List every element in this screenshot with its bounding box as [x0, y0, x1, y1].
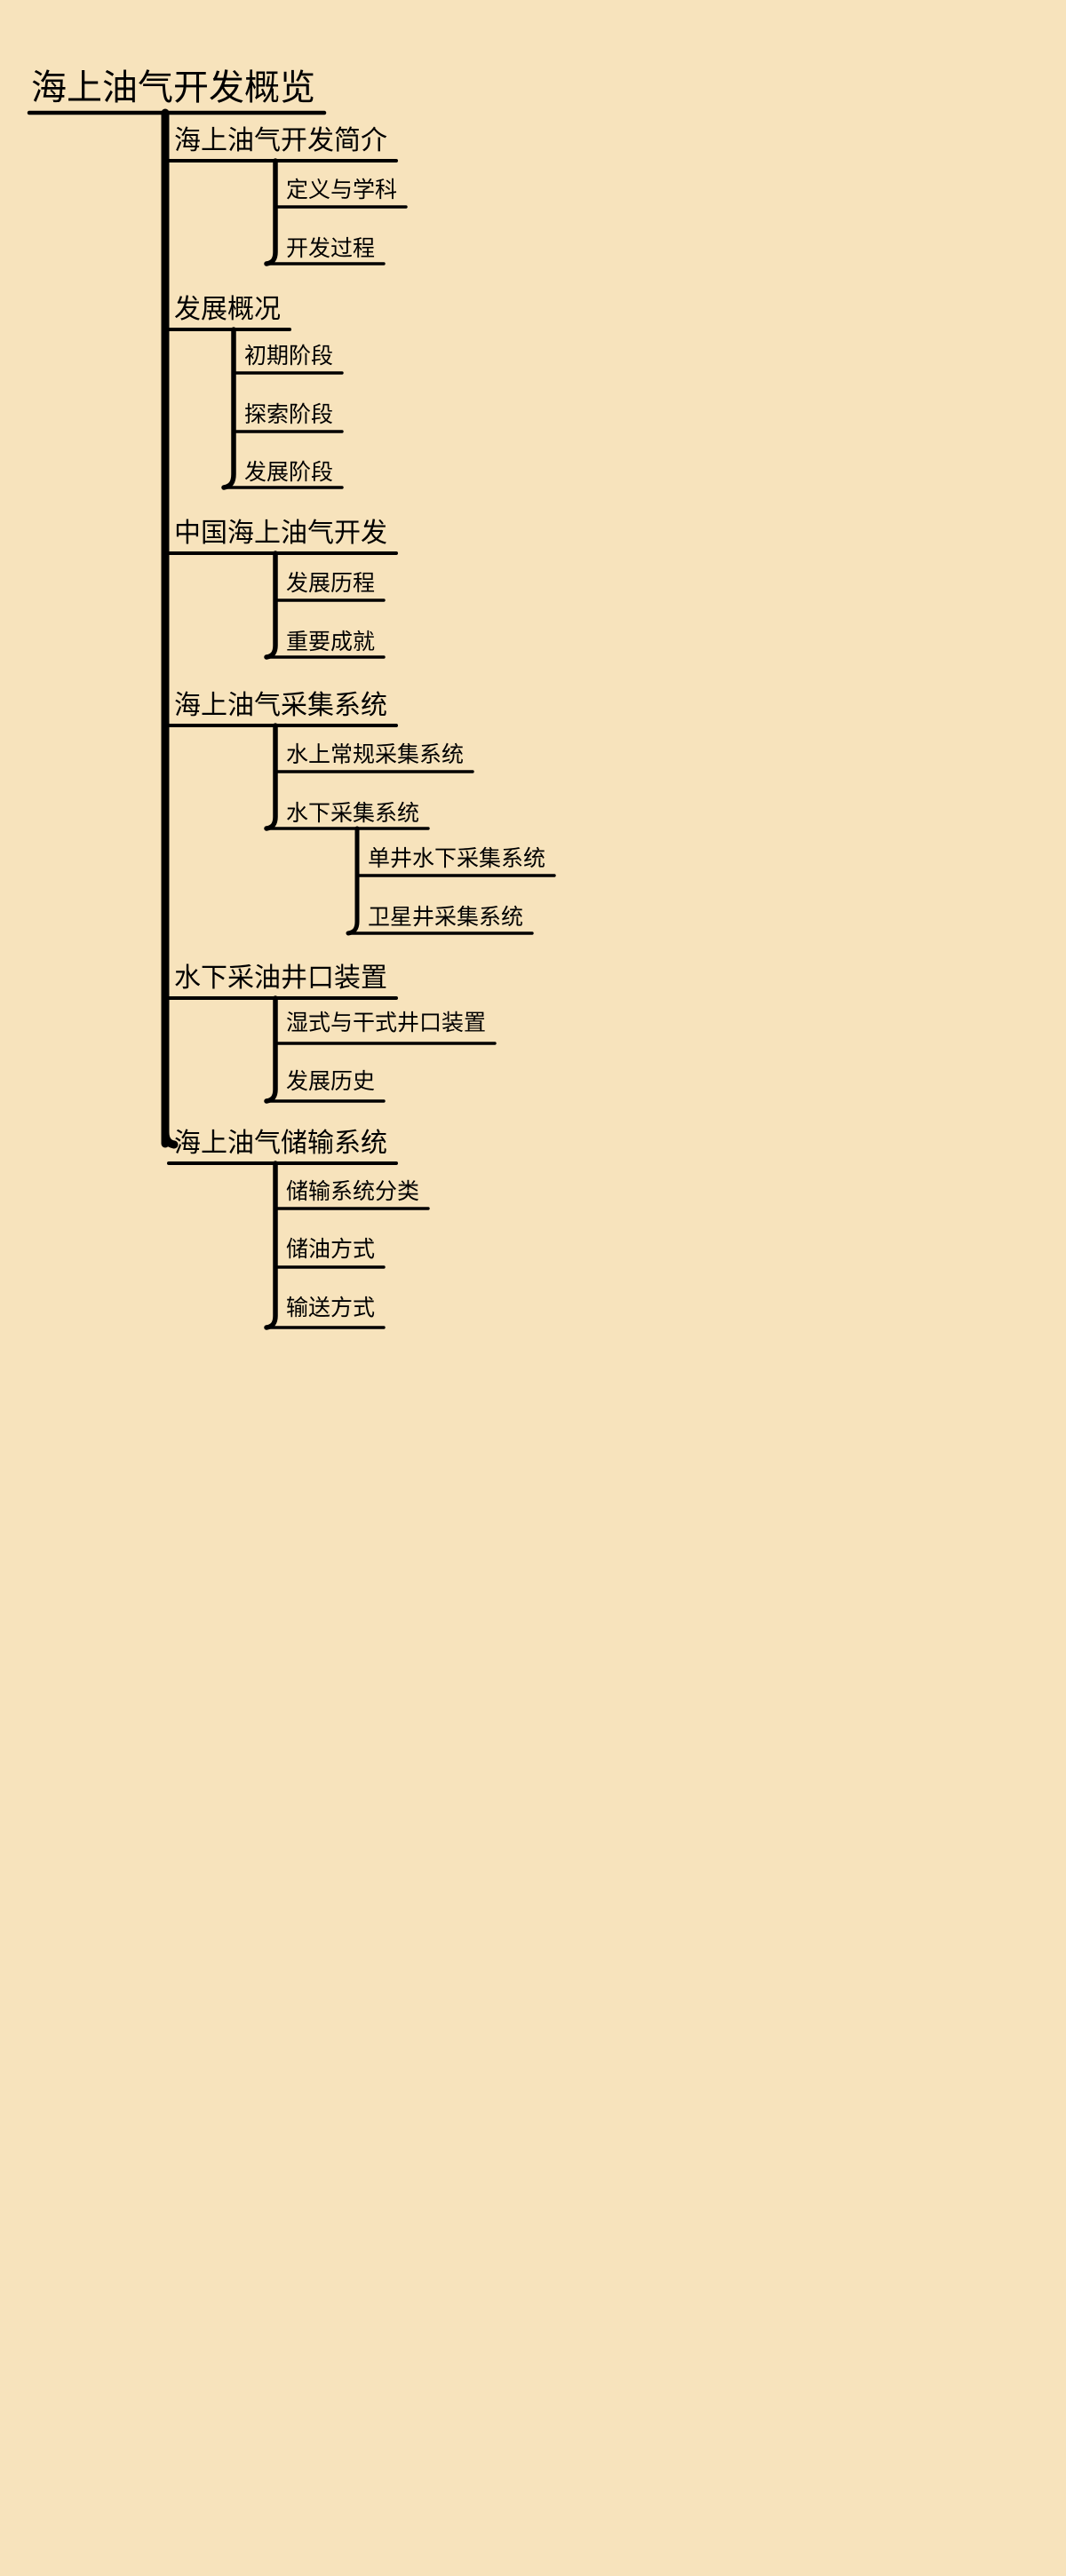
node-储输系统分类[interactable]: 储输系统分类 — [274, 1179, 430, 1210]
node-海上油气储输系统[interactable]: 海上油气储输系统 — [167, 1129, 398, 1165]
node-发展概况[interactable]: 发展概况 — [163, 295, 291, 331]
subbranch-spine-3 — [264, 551, 278, 660]
node-label: 重要成就 — [286, 630, 375, 654]
node-输送方式[interactable]: 输送方式 — [265, 1296, 386, 1329]
node-label: 水下采油井口装置 — [174, 963, 387, 993]
node-label: 储油方式 — [286, 1237, 375, 1262]
node-label: 水下采集系统 — [286, 801, 419, 826]
node-label: 水上常规采集系统 — [286, 742, 464, 767]
node-水下采油井口装置[interactable]: 水下采油井口装置 — [163, 963, 398, 1000]
node-label: 湿式与干式井口装置 — [286, 1011, 486, 1035]
node-探索阶段[interactable]: 探索阶段 — [232, 402, 344, 433]
node-label: 发展历史 — [286, 1069, 375, 1094]
subbranch-spine-4-2 — [346, 826, 360, 936]
branch-group-3: 中国海上油气开发 发展历程 重要成就 — [163, 519, 398, 660]
subbranch-spine-5 — [264, 995, 278, 1104]
node-水上常规采集系统[interactable]: 水上常规采集系统 — [274, 742, 474, 773]
node-中国海上油气开发[interactable]: 中国海上油气开发 — [163, 519, 398, 555]
branch-group-4: 海上油气采集系统 水上常规采集系统 水下采集系统 单井水下采集系统 卫星井采集系… — [163, 691, 556, 936]
node-label: 发展历程 — [286, 571, 375, 596]
node-卫星井采集系统[interactable]: 卫星井采集系统 — [346, 905, 534, 935]
node-label: 初期阶段 — [244, 344, 333, 369]
subbranch-spine-1 — [264, 158, 278, 266]
node-label: 发展阶段 — [244, 460, 333, 485]
node-label: 海上油气开发简介 — [174, 126, 387, 155]
root-node-label: 海上油气开发概览 — [31, 67, 315, 107]
node-label: 开发过程 — [286, 236, 375, 261]
branch-group-5: 水下采油井口装置 湿式与干式井口装置 发展历史 — [163, 963, 497, 1104]
node-发展历史[interactable]: 发展历史 — [265, 1069, 386, 1103]
trunk-end-curve — [161, 1128, 179, 1149]
node-label: 海上油气采集系统 — [174, 691, 387, 720]
branch-group-1: 海上油气开发简介 定义与学科 开发过程 — [161, 121, 408, 266]
node-水下采集系统[interactable]: 水下采集系统 — [265, 801, 430, 830]
node-label: 定义与学科 — [286, 178, 397, 202]
node-发展历程[interactable]: 发展历程 — [274, 571, 386, 602]
node-海上油气采集系统[interactable]: 海上油气采集系统 — [163, 691, 398, 727]
node-label: 海上油气储输系统 — [174, 1129, 387, 1158]
node-发展阶段[interactable]: 发展阶段 — [222, 460, 344, 489]
node-定义与学科[interactable]: 定义与学科 — [274, 178, 408, 209]
node-初期阶段[interactable]: 初期阶段 — [232, 344, 344, 375]
node-海上油气开发简介[interactable]: 海上油气开发简介 — [163, 126, 398, 162]
node-label: 单井水下采集系统 — [368, 846, 545, 871]
node-label: 探索阶段 — [244, 402, 333, 427]
mindmap-root-node[interactable]: 海上油气开发概览 — [27, 67, 327, 115]
branch-group-6: 海上油气储输系统 储输系统分类 储油方式 输送方式 — [161, 1128, 430, 1330]
subbranch-spine-6 — [264, 1161, 278, 1330]
node-单井水下采集系统[interactable]: 单井水下采集系统 — [355, 846, 556, 877]
node-label: 储输系统分类 — [286, 1179, 419, 1204]
subbranch-spine-2 — [221, 327, 236, 490]
node-label: 中国海上油气开发 — [174, 519, 387, 548]
node-储油方式[interactable]: 储油方式 — [274, 1237, 386, 1269]
node-label: 输送方式 — [286, 1296, 375, 1320]
node-开发过程[interactable]: 开发过程 — [265, 236, 386, 266]
node-湿式与干式井口装置[interactable]: 湿式与干式井口装置 — [274, 1011, 497, 1045]
branch-group-2: 发展概况 初期阶段 探索阶段 发展阶段 — [163, 295, 344, 490]
subbranch-spine-4 — [264, 723, 278, 831]
node-label: 卫星井采集系统 — [368, 905, 523, 930]
node-重要成就[interactable]: 重要成就 — [265, 630, 386, 659]
node-label: 发展概况 — [174, 295, 281, 324]
